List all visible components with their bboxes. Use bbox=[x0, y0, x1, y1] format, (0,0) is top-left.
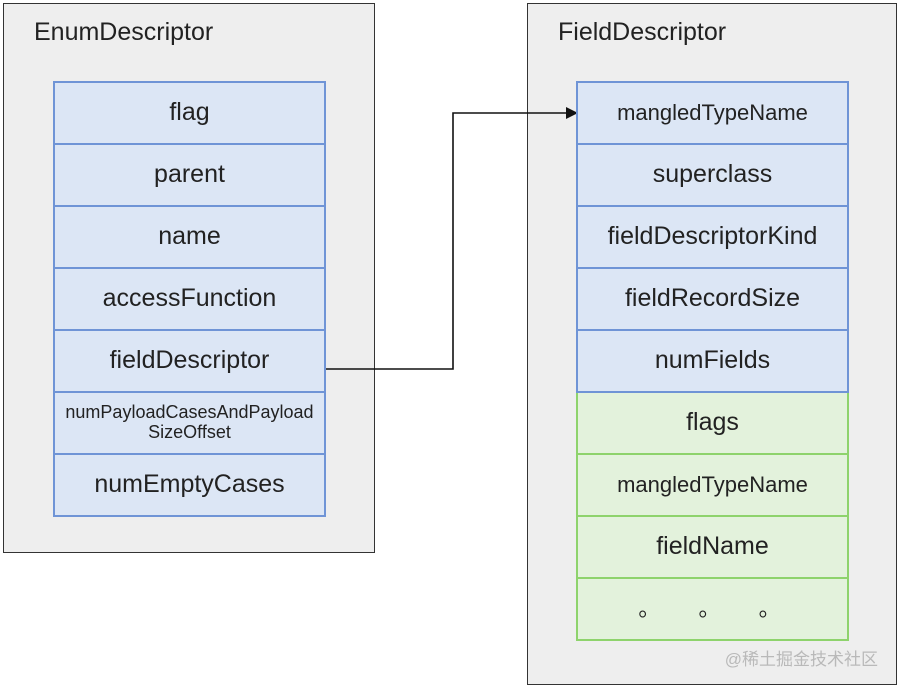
enum-field-num-empty-cases: numEmptyCases bbox=[53, 453, 326, 517]
field-record-field-name: fieldName bbox=[576, 515, 849, 579]
field-descriptor-fields: mangledTypeName superclass fieldDescript… bbox=[576, 81, 849, 641]
watermark: @稀土掘金技术社区 bbox=[724, 650, 878, 669]
enum-descriptor-panel: EnumDescriptor flag parent name accessFu… bbox=[3, 3, 375, 553]
field-header-field-descriptor-kind: fieldDescriptorKind bbox=[576, 205, 849, 269]
field-header-superclass: superclass bbox=[576, 143, 849, 207]
enum-descriptor-title: EnumDescriptor bbox=[34, 18, 214, 46]
field-header-field-record-size: fieldRecordSize bbox=[576, 267, 849, 331]
field-record-ellipsis: 。 。 。 bbox=[576, 577, 849, 641]
field-header-num-fields: numFields bbox=[576, 329, 849, 393]
enum-field-parent: parent bbox=[53, 143, 326, 207]
enum-field-access-function: accessFunction bbox=[53, 267, 326, 331]
enum-field-field-descriptor: fieldDescriptor bbox=[53, 329, 326, 393]
enum-descriptor-fields: flag parent name accessFunction fieldDes… bbox=[53, 81, 326, 517]
field-descriptor-panel: FieldDescriptor mangledTypeName supercla… bbox=[527, 3, 897, 685]
enum-field-flag: flag bbox=[53, 81, 326, 145]
field-descriptor-title: FieldDescriptor bbox=[558, 18, 727, 46]
field-record-mangled-type-name: mangledTypeName bbox=[576, 453, 849, 517]
enum-field-name: name bbox=[53, 205, 326, 269]
enum-field-num-payload-cases: numPayloadCasesAndPayloadSizeOffset bbox=[53, 391, 326, 455]
connector-arrow bbox=[325, 107, 578, 370]
field-header-mangled-type-name: mangledTypeName bbox=[576, 81, 849, 145]
field-record-flags: flags bbox=[576, 391, 849, 455]
